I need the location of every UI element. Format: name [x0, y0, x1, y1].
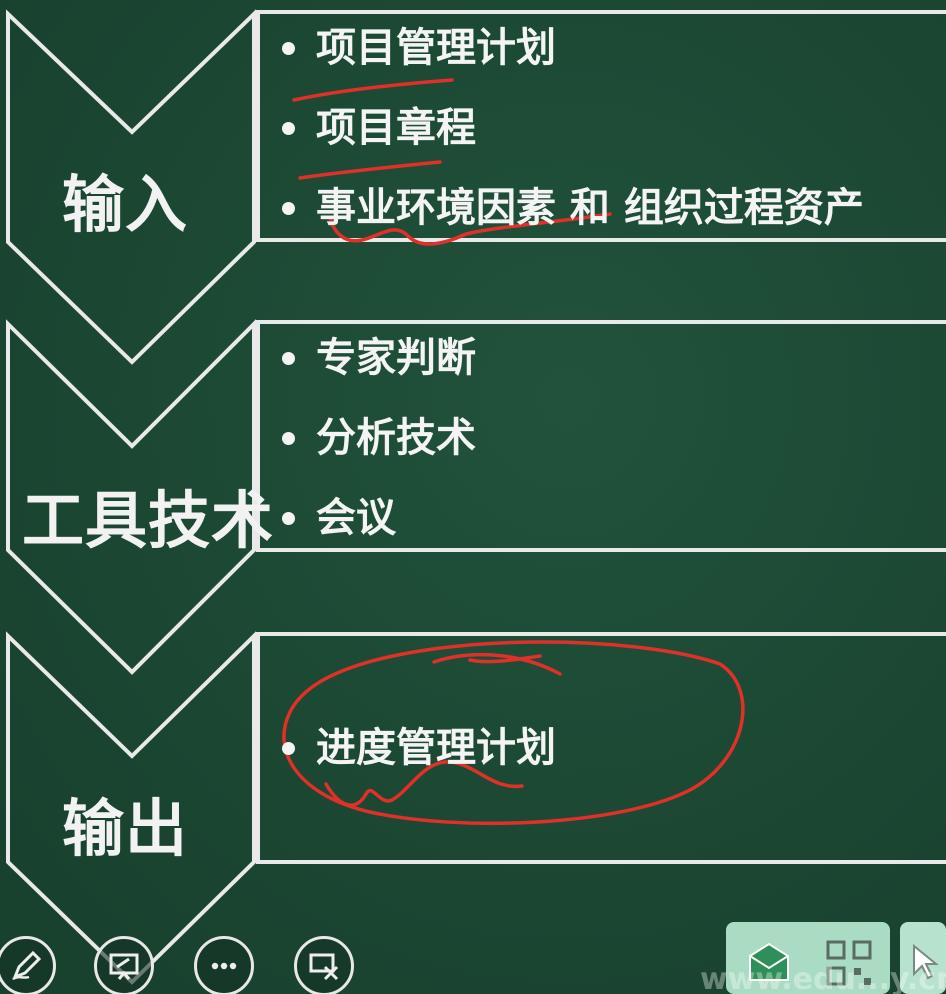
- output-label: 输出: [62, 792, 189, 865]
- underline-1: [292, 78, 454, 102]
- message-card-button[interactable]: [726, 922, 890, 994]
- list-item: 分析技术: [280, 418, 476, 458]
- bullet-dot: [282, 512, 295, 525]
- output-box: [256, 632, 946, 864]
- qr-code-icon: [826, 940, 872, 986]
- bullet-dot: [282, 202, 295, 215]
- list-item: 专家判断: [280, 338, 476, 378]
- list-item: 进度管理计划: [280, 728, 556, 768]
- red-annotations: [282, 78, 745, 826]
- input-chevron: [6, 9, 256, 365]
- squiggle-underline-output: [324, 760, 524, 807]
- bullet-dot: [282, 742, 295, 755]
- squiggle-underline-3: [328, 212, 612, 246]
- tools-label: 工具技术: [22, 484, 275, 557]
- more-options-button[interactable]: [194, 936, 254, 994]
- pen-icon: [12, 950, 42, 981]
- whiteboard-icon: [109, 953, 139, 980]
- input-list: 项目管理计划 项目章程 事业环境因素 和 组织过程资产: [280, 28, 864, 228]
- cross-stroke-2: [468, 654, 542, 664]
- cross-stroke-1: [432, 652, 562, 676]
- output-ellipse: [282, 640, 745, 826]
- pen-tool-button[interactable]: [0, 936, 56, 994]
- whiteboard-button[interactable]: [94, 936, 154, 994]
- list-item: 项目章程: [280, 108, 864, 148]
- input-label: 输入: [62, 168, 189, 241]
- tools-chevron: [6, 319, 256, 675]
- tools-list: 专家判断 分析技术 会议: [280, 338, 476, 538]
- tools-box: [256, 320, 946, 552]
- list-item: 项目管理计划: [280, 28, 864, 68]
- bullet-dot: [282, 122, 295, 135]
- close-screen-button[interactable]: [294, 936, 354, 994]
- cursor-icon: [913, 943, 939, 980]
- bullet-dot: [282, 352, 295, 365]
- bullet-dot: [282, 42, 295, 55]
- output-list: 进度管理计划: [280, 728, 556, 768]
- output-chevron: [6, 631, 256, 985]
- watermark-text: www.edu...y.cn: [700, 962, 946, 994]
- close-screen-icon: [309, 953, 339, 981]
- bullet-dot: [282, 432, 295, 445]
- cursor-card-button[interactable]: [900, 922, 946, 994]
- more-icon: [211, 962, 237, 970]
- list-item: 会议: [280, 498, 476, 538]
- list-item: 事业环境因素 和 组织过程资产: [280, 188, 864, 228]
- message-icon: [749, 942, 789, 981]
- input-box: [256, 10, 946, 242]
- underline-2: [298, 160, 442, 180]
